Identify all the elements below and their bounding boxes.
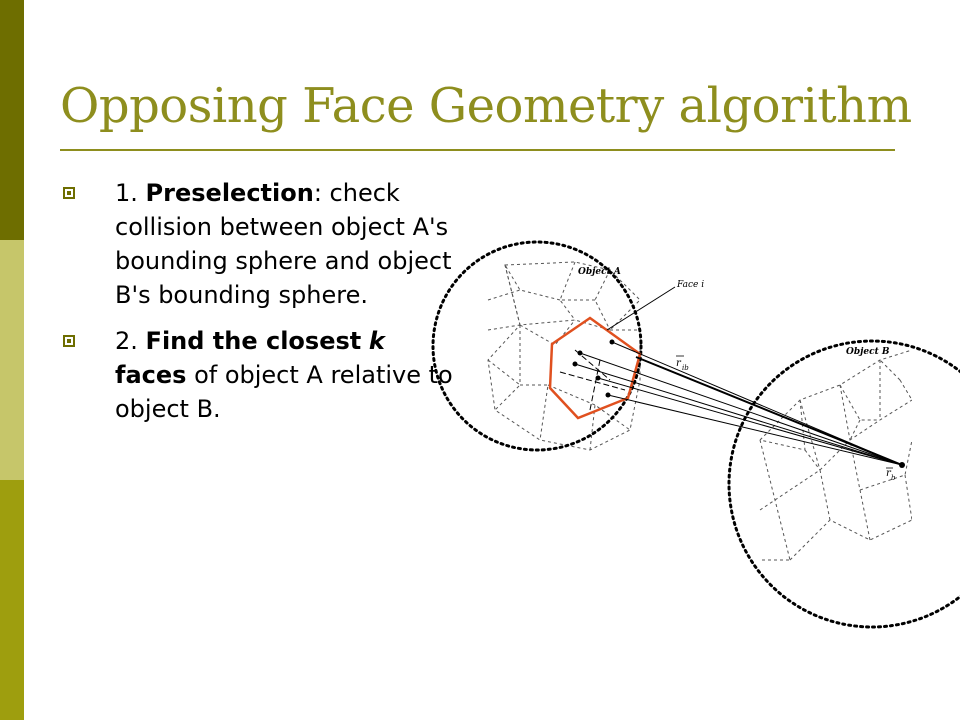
title-underline: [60, 149, 895, 151]
bullet-bold-text: Find the closest: [145, 327, 362, 355]
object-b-center-point: [899, 462, 905, 468]
svg-text:b: b: [891, 474, 896, 482]
vector-ib-label: r ib: [676, 355, 689, 372]
square-bullet-icon: [63, 187, 75, 199]
bullet-item-preselection: 1. Preselection: check collision between…: [60, 176, 460, 312]
face-vertex-points: [572, 339, 905, 468]
bounding-sphere-b: [727, 339, 960, 629]
square-bullet-icon: [63, 335, 75, 347]
object-b-mesh: [759, 349, 912, 561]
face-i-label: Face i: [676, 280, 704, 290]
bullet-item-closest-faces: 2. Find the closest k faces of object A …: [60, 324, 460, 426]
distance-vectors: [574, 341, 903, 466]
bullet-number: 2.: [115, 327, 138, 355]
bullet-text: : check collision between object A's bou…: [115, 179, 452, 309]
svg-text:r: r: [676, 358, 682, 369]
face-i-leader-line: [606, 286, 676, 331]
accent-bar-top: [0, 0, 24, 240]
svg-text:ib: ib: [682, 364, 689, 372]
bullet-number: 1.: [115, 179, 138, 207]
bullet-list: 1. Preselection: check collision between…: [60, 176, 460, 438]
object-b-label: Object B: [846, 347, 890, 357]
bullet-bold-text: Preselection: [145, 179, 314, 207]
object-a-label: Object A: [578, 267, 621, 277]
accent-bar-middle: [0, 240, 24, 480]
bullet-bold-italic-text: k: [368, 327, 385, 355]
vector-b-label: r b: [886, 467, 896, 482]
object-a-mesh: [487, 261, 641, 451]
svg-text:r: r: [886, 468, 892, 479]
bullet-bold-text-2: faces: [115, 361, 187, 389]
bullet-text: of object A relative to object B.: [115, 361, 453, 423]
face-i-polygon: [548, 316, 642, 420]
bounding-sphere-a: [431, 240, 643, 452]
slide-title: Opposing Face Geometry algorithm: [60, 78, 912, 134]
face-inner-edges: [559, 349, 626, 411]
accent-bar-bottom: [0, 480, 24, 720]
